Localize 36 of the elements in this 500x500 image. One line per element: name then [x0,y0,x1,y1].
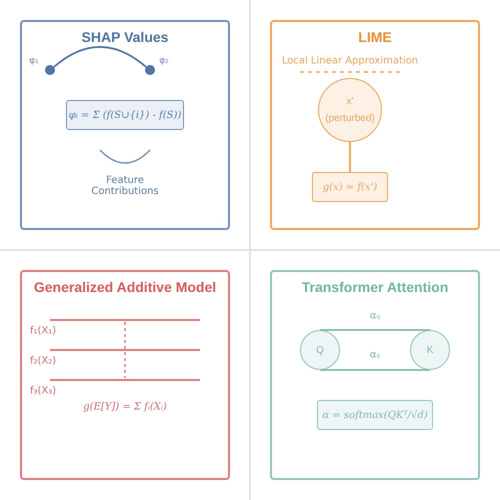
caption-text: Feature Contributions [90,175,160,197]
curved-connector [53,46,147,68]
formula-text: φᵢ = Σ (f(S∪{i}) - f(S)) [68,110,182,120]
formula-text: α = softmax(QKᵀ/√d) [322,410,428,420]
edge-label: αᵢⱼ [368,350,382,360]
connector-line [320,369,430,371]
node-label: (perturbed) [325,113,375,124]
formula-box [317,400,433,430]
panel-title: SHAP Values [82,29,168,45]
edge-label: αᵢⱼ [368,310,382,322]
panel-card [20,20,230,230]
panel-card [270,20,480,230]
formula-box [66,100,184,130]
panel-title: LIME [358,29,392,45]
panel-card [20,270,230,480]
node-dot [45,65,55,75]
node-dot [145,65,155,75]
function-label: f₂(X₂) [30,356,56,366]
node-label: x' [346,96,354,107]
panel-title: Transformer Attention [302,279,448,295]
node-label: Q [316,344,324,356]
node-caption: φ₂ [159,56,169,66]
node-circle [410,330,450,370]
formula-box [312,172,388,202]
panel-card [270,270,480,480]
connector-line [349,142,351,172]
function-label: f₁(X₁) [30,326,56,336]
formula-text: g(E[Y]) = Σ fᵢ(Xᵢ) [83,402,167,412]
node-caption: φ₁ [29,56,39,66]
annotation-text: Local Linear Approximation [282,56,418,66]
node-label: K [426,344,434,356]
node-circle [300,330,340,370]
function-label: f₃(X₃) [30,386,56,396]
connector-line [320,329,430,331]
panel-title: Generalized Additive Model [34,279,216,295]
formula-text: g(x) ≈ f(x') [322,182,378,192]
